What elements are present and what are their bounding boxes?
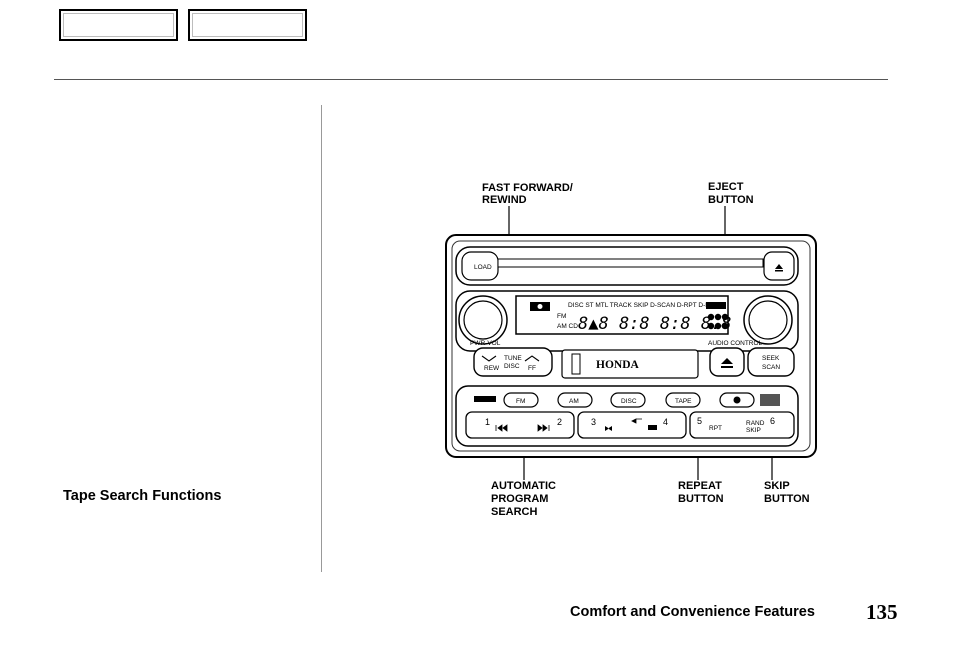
section-title: Tape Search Functions <box>63 488 222 504</box>
svg-text:FM: FM <box>557 313 566 320</box>
tape-label: TAPE <box>675 398 692 405</box>
eject-label-2: BUTTON <box>708 194 754 206</box>
dolby-icon <box>733 396 741 404</box>
am-label: AM <box>569 398 579 405</box>
rew-chevron-icon <box>481 355 497 362</box>
disc-label: DISC <box>621 398 637 405</box>
preset-4-label: 4 <box>663 417 668 427</box>
tune-label: TUNE <box>504 355 522 362</box>
display-top-legend: DISC ST MTL TRACK SKIP D-SCAN D-RPT D-RA… <box>568 302 724 309</box>
dolby-nr-icon <box>648 425 657 430</box>
preset-1-2-button[interactable] <box>465 411 575 439</box>
rand-label: RAND <box>746 420 765 427</box>
rpt-label: RPT <box>709 425 722 432</box>
pwr-vol-knob[interactable] <box>463 300 503 340</box>
aps-forward-icon <box>537 424 550 432</box>
display-digits: 8▲8 8:8 8:8 8.8 <box>578 314 732 334</box>
ff-rewind-label-1: FAST FORWARD/ <box>482 182 573 194</box>
pwr-vol-label: PWR-VOL <box>470 340 501 347</box>
skip-label-2: BUTTON <box>764 493 810 505</box>
tape-direction-icon <box>605 426 612 431</box>
ff-label: FF <box>528 365 536 372</box>
preset-2-label: 2 <box>557 417 562 427</box>
load-label: LOAD <box>474 264 492 271</box>
fm-button[interactable] <box>503 392 539 408</box>
chapter-title: Comfort and Convenience Features <box>570 604 815 620</box>
aps-label-1: AUTOMATIC <box>491 480 556 492</box>
svg-text:AM CD: AM CD <box>557 323 578 330</box>
eject-icon <box>721 358 733 364</box>
brand-window <box>561 349 699 379</box>
preset-1-label: 1 <box>485 417 490 427</box>
ff-chevron-icon <box>524 355 540 362</box>
lcd-display <box>515 295 729 335</box>
tune-disc-rocker[interactable] <box>473 347 553 377</box>
preset-5-label: 5 <box>697 416 702 426</box>
audio-control-knob[interactable] <box>748 300 788 340</box>
aps-label-3: SEARCH <box>491 506 538 518</box>
cassette-slot <box>497 258 764 268</box>
disc-small-label: DISC <box>504 363 520 370</box>
repeat-label-1: REPEAT <box>678 480 722 492</box>
scan-label: SCAN <box>762 364 780 371</box>
aps-label-2: PROGRAM <box>491 493 548 505</box>
am-button[interactable] <box>557 392 593 408</box>
seek-scan-button[interactable] <box>747 347 795 377</box>
audio-control-label: AUDIO CONTROL <box>708 340 763 347</box>
skip-label-1: SKIP <box>764 480 790 492</box>
repeat-label-2: BUTTON <box>678 493 724 505</box>
header-divider <box>54 79 888 80</box>
column-divider <box>321 105 322 572</box>
disc-button[interactable] <box>610 392 646 408</box>
top-eject-icon <box>775 264 783 269</box>
preset-3-label: 3 <box>591 417 596 427</box>
skip-small-label: SKIP <box>746 427 761 434</box>
rew-label: REW <box>484 365 500 372</box>
preset-6-label: 6 <box>770 416 775 426</box>
tape-button[interactable] <box>665 392 701 408</box>
eject-label-1: EJECT <box>708 181 744 193</box>
next-page-button[interactable] <box>188 9 307 41</box>
fm-label: FM <box>516 398 525 405</box>
previous-page-button[interactable] <box>59 9 178 41</box>
seek-label: SEEK <box>762 355 780 362</box>
preset-5-6-button[interactable] <box>689 411 795 439</box>
ff-rewind-label-2: REWIND <box>482 194 527 206</box>
program-icon <box>631 418 642 424</box>
preset-3-4-button[interactable] <box>577 411 687 439</box>
aps-rewind-icon <box>495 424 508 432</box>
page-number: 135 <box>866 600 898 624</box>
brand-logo: HONDA <box>596 359 640 371</box>
